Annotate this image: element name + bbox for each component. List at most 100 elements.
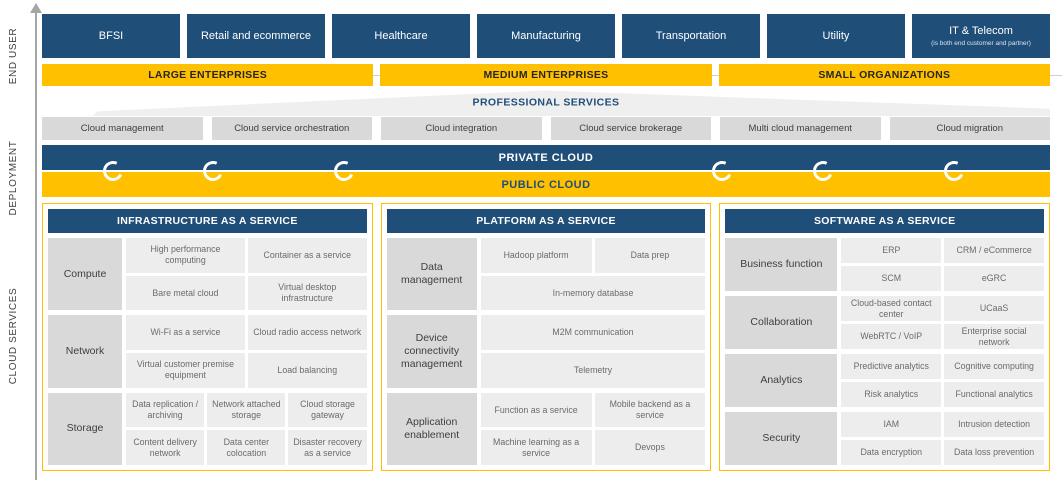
cell-bare-metal-cloud: Bare metal cloud: [126, 275, 245, 311]
cell-virtual-desktop-infrastructure: Virtual desktop infrastructure: [247, 275, 367, 311]
cell-webrtc-voip: WebRTC / VoIP: [841, 324, 942, 349]
panel-paas-groups: Data management Hadoop platform Data pre…: [386, 238, 706, 465]
cell-row: Bare metal cloud Virtual desktop infrast…: [126, 275, 367, 311]
industry-sublabel: (is both end customer and partner): [931, 39, 1031, 47]
private-cloud-bar: PRIVATE CLOUD: [42, 145, 1050, 170]
category-cells: Wi-Fi as a service Cloud radio access ne…: [126, 315, 367, 388]
category-label-application-enablement: Application enablement: [386, 392, 477, 465]
cell-function-as-a-service: Function as a service: [480, 392, 592, 428]
cell-row: Cloud-based contact center UCaaS: [841, 296, 1045, 321]
industry-label: Manufacturing: [511, 29, 581, 42]
cell-m2m-communication: M2M communication: [480, 315, 706, 350]
group-collaboration: Collaboration Cloud-based contact center…: [725, 296, 1045, 349]
service-multi-cloud-management: Multi cloud management: [720, 117, 881, 140]
cell-content-delivery-network: Content delivery network: [126, 430, 205, 465]
service-model-panels: INFRASTRUCTURE AS A SERVICE Compute High…: [42, 203, 1051, 471]
public-cloud-bar: PUBLIC CLOUD: [42, 172, 1050, 197]
segment-small-organizations: SMALL ORGANIZATIONS: [718, 64, 1050, 86]
cell-data-encryption: Data encryption: [841, 440, 942, 465]
cell-ucaas: UCaaS: [944, 296, 1045, 321]
professional-services-row: Cloud management Cloud service orchestra…: [42, 117, 1050, 140]
category-cells: IAM Intrusion detection Data encryption …: [841, 412, 1045, 465]
category-cells: High performance computing Container as …: [126, 238, 367, 311]
cell-disaster-recovery-as-a-service: Disaster recovery as a service: [288, 430, 367, 465]
cell-row: M2M communication: [480, 315, 706, 350]
enterprise-segments-row: LARGE ENTERPRISES MEDIUM ENTERPRISES SMA…: [42, 64, 1062, 86]
cell-intrusion-detection: Intrusion detection: [944, 412, 1045, 437]
cell-iam: IAM: [841, 412, 942, 437]
panel-paas-title: PLATFORM AS A SERVICE: [386, 209, 706, 233]
axis-line: [35, 12, 37, 480]
left-axis-rail: END USER DEPLOYMENT CLOUD SERVICES: [0, 0, 42, 489]
category-label-storage: Storage: [48, 392, 122, 465]
industry-it-telecom: IT & Telecom (is both end customer and p…: [912, 14, 1050, 58]
deployment-bars: PRIVATE CLOUD PUBLIC CLOUD: [42, 145, 1050, 197]
cell-telemetry: Telemetry: [480, 353, 706, 388]
cell-row: Hadoop platform Data prep: [480, 238, 706, 273]
cell-high-performance-computing: High performance computing: [126, 238, 245, 273]
cell-data-prep: Data prep: [594, 238, 706, 273]
cell-wifi-as-a-service: Wi-Fi as a service: [126, 315, 245, 350]
industry-label: BFSI: [98, 29, 124, 42]
cell-data-center-colocation: Data center colocation: [207, 430, 286, 465]
category-cells: Hadoop platform Data prep In-memory data…: [480, 238, 706, 311]
group-application-enablement: Application enablement Function as a ser…: [386, 392, 706, 465]
panel-iaas-title: INFRASTRUCTURE AS A SERVICE: [48, 209, 367, 233]
industry-label: Healthcare: [374, 29, 428, 42]
cell-functional-analytics: Functional analytics: [944, 382, 1045, 407]
category-label-data-management: Data management: [386, 238, 477, 311]
industry-manufacturing: Manufacturing: [477, 14, 615, 58]
service-cloud-management: Cloud management: [42, 117, 203, 140]
group-device-connectivity-management: Device connectivity management M2M commu…: [386, 315, 706, 388]
category-cells: M2M communication Telemetry: [480, 315, 706, 388]
cell-row: Risk analytics Functional analytics: [841, 382, 1045, 407]
section-label-end-user: END USER: [8, 27, 19, 85]
cell-row: Wi-Fi as a service Cloud radio access ne…: [126, 315, 367, 350]
group-storage: Storage Data replication / archiving Net…: [48, 392, 367, 465]
panel-iaas-groups: Compute High performance computing Conta…: [48, 238, 367, 465]
category-cells: Function as a service Mobile backend as …: [480, 392, 706, 465]
cell-row: SCM eGRC: [841, 266, 1045, 291]
industry-utility: Utility: [767, 14, 905, 58]
category-cells: Predictive analytics Cognitive computing…: [841, 354, 1045, 407]
panel-paas: PLATFORM AS A SERVICE Data management Ha…: [380, 203, 712, 471]
service-cloud-integration: Cloud integration: [381, 117, 542, 140]
cell-row: Telemetry: [480, 353, 706, 388]
cell-cloud-based-contact-center: Cloud-based contact center: [841, 296, 942, 321]
category-label-network: Network: [48, 315, 122, 388]
cell-row: ERP CRM / eCommerce: [841, 238, 1045, 263]
cell-row: Content delivery network Data center col…: [126, 430, 367, 465]
category-cells: Data replication / archiving Network att…: [126, 392, 367, 465]
cell-load-balancing: Load balancing: [247, 353, 367, 388]
panel-saas-groups: Business function ERP CRM / eCommerce SC…: [725, 238, 1045, 465]
category-label-analytics: Analytics: [725, 354, 838, 407]
industry-label: IT & Telecom: [949, 25, 1013, 38]
industries-row: BFSI Retail and ecommerce Healthcare Man…: [42, 14, 1050, 58]
group-compute: Compute High performance computing Conta…: [48, 238, 367, 311]
panel-saas: SOFTWARE AS A SERVICE Business function …: [719, 203, 1051, 471]
category-label-collaboration: Collaboration: [725, 296, 838, 349]
panel-iaas: INFRASTRUCTURE AS A SERVICE Compute High…: [42, 203, 373, 471]
category-label-compute: Compute: [48, 238, 122, 311]
segment-large-enterprises: LARGE ENTERPRISES: [42, 64, 374, 86]
group-security: Security IAM Intrusion detection Data en…: [725, 412, 1045, 465]
category-cells: Cloud-based contact center UCaaS WebRTC …: [841, 296, 1045, 349]
section-label-cloud-services: CLOUD SERVICES: [8, 287, 19, 385]
group-analytics: Analytics Predictive analytics Cognitive…: [725, 354, 1045, 407]
cell-devops: Devops: [594, 430, 706, 465]
cell-row: Data replication / archiving Network att…: [126, 392, 367, 428]
segment-medium-enterprises: MEDIUM ENTERPRISES: [380, 64, 712, 86]
cell-cloud-radio-access-network: Cloud radio access network: [247, 315, 367, 350]
group-data-management: Data management Hadoop platform Data pre…: [386, 238, 706, 311]
cell-virtual-customer-premise-equipment: Virtual customer premise equipment: [126, 353, 245, 388]
category-label-security: Security: [725, 412, 838, 465]
cell-risk-analytics: Risk analytics: [841, 382, 942, 407]
professional-services-banner: PROFESSIONAL SERVICES: [42, 90, 1050, 116]
cell-row: Virtual customer premise equipment Load …: [126, 353, 367, 388]
diagram-content: BFSI Retail and ecommerce Healthcare Man…: [42, 0, 1062, 471]
cell-row: Function as a service Mobile backend as …: [480, 392, 706, 428]
cell-in-memory-database: In-memory database: [480, 275, 706, 311]
cell-cognitive-computing: Cognitive computing: [944, 354, 1045, 379]
cell-container-as-a-service: Container as a service: [247, 238, 367, 273]
cell-scm: SCM: [841, 266, 942, 291]
